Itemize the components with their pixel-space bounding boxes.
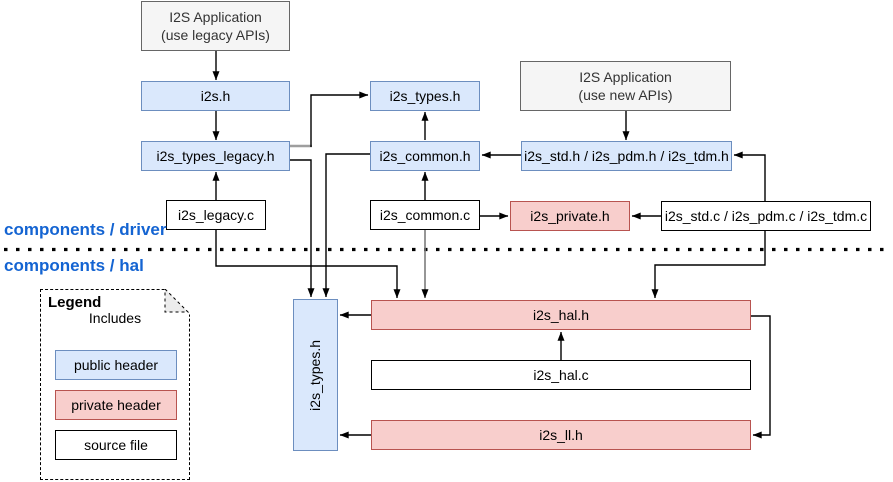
node-label: i2s_common.c (379, 206, 471, 223)
node-label: i2s_types.h (389, 87, 461, 104)
edge-i2s-types-legacy-h-to-hal-i2s-types-h (290, 159, 315, 298)
legend-item-label: source file (84, 436, 148, 453)
edge-i2s-types-legacy-h-to-i2s-types-h (310, 91, 369, 147)
node-i2s-application-legacy: I2S Application (use legacy APIs) (141, 1, 290, 51)
node-label: i2s_ll.h (539, 426, 583, 443)
app-new-line2: (use new APIs) (578, 87, 673, 103)
app-legacy-line2: (use legacy APIs) (161, 27, 270, 43)
node-i2s-ll-h: i2s_ll.h (371, 420, 751, 450)
legend-fold-corner (164, 289, 190, 315)
legend-item-source-file: source file (55, 430, 177, 460)
node-label: i2s_private.h (530, 207, 610, 224)
legend-title: Legend (48, 294, 102, 311)
node-i2s-common-c: i2s_common.c (370, 200, 480, 230)
node-i2s-private-h: i2s_private.h (510, 201, 630, 231)
node-label: i2s_types_legacy.h (156, 147, 275, 164)
node-label: i2s_types.h (307, 339, 324, 411)
node-i2s-std-c: i2s_std.c / i2s_pdm.c / i2s_tdm.c (661, 201, 871, 231)
legend-item-label: private header (71, 396, 161, 413)
node-i2s-common-h: i2s_common.h (370, 141, 480, 171)
node-label: i2s.h (200, 87, 231, 104)
node-label: i2s_std.h / i2s_pdm.h / i2s_tdm.h (524, 147, 729, 164)
legend-item-public-header: public header (55, 350, 177, 380)
node-label: i2s_hal.h (532, 306, 590, 323)
node-i2s-hal-h: i2s_hal.h (371, 300, 751, 330)
edge-i2s-legacy-c-to-i2s-hal-h (215, 230, 401, 299)
edge-i2s-hal-h-to-i2s-ll-h (751, 315, 771, 439)
edge-i2s-std-c-to-i2s-std-h (733, 151, 766, 201)
node-i2s-h: i2s.h (141, 81, 290, 111)
node-label: i2s_hal.c (533, 366, 589, 383)
node-label: i2s_std.c / i2s_pdm.c / i2s_tdm.c (664, 207, 868, 224)
node-i2s-types-h-hal: i2s_types.h (293, 299, 338, 451)
legend-panel: Legend Includes public header private he… (40, 289, 190, 480)
app-new-line1: I2S Application (579, 68, 672, 85)
app-legacy-line1: I2S Application (169, 8, 262, 25)
node-label: i2s_common.h (379, 147, 471, 164)
legend-item-label: public header (73, 356, 159, 373)
node-i2s-application-new: I2S Application (use new APIs) (520, 61, 731, 111)
section-label-components-hal: components / hal (4, 256, 144, 275)
edge-i2s-std-c-to-i2s-hal-h (651, 231, 766, 299)
legend-includes-label: Includes (88, 310, 142, 326)
node-i2s-types-legacy-h: i2s_types_legacy.h (141, 141, 290, 171)
legend-item-private-header: private header (55, 390, 177, 420)
edge-i2s-common-h-to-hal-i2s-types-h (322, 153, 370, 298)
node-i2s-types-h-driver: i2s_types.h (370, 81, 480, 111)
node-label: i2s_legacy.c (177, 206, 254, 223)
section-label-components-driver: components / driver (4, 220, 167, 239)
node-i2s-legacy-c: i2s_legacy.c (166, 200, 266, 230)
node-i2s-std-h: i2s_std.h / i2s_pdm.h / i2s_tdm.h (521, 141, 732, 171)
node-i2s-hal-c: i2s_hal.c (371, 360, 751, 390)
